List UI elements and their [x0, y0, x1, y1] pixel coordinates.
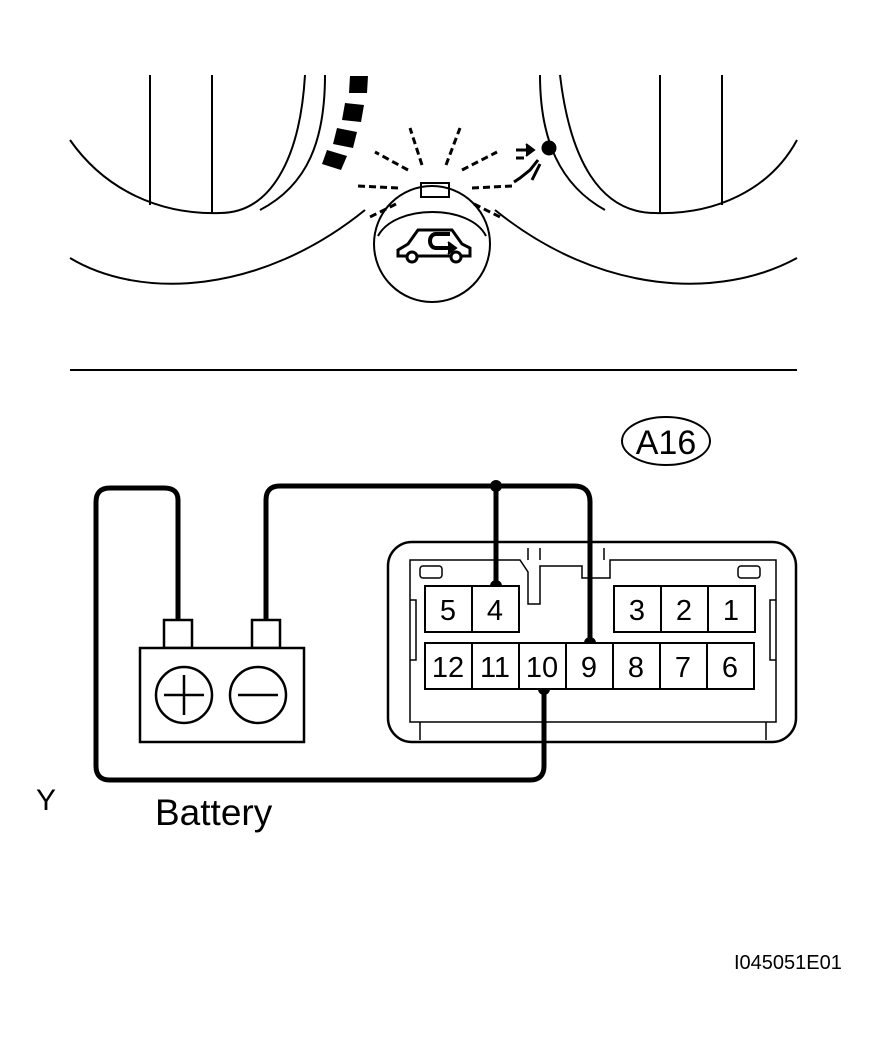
pin-cell-4 [471, 585, 520, 633]
pin-number: 12 [432, 652, 464, 684]
instrument-panel-illustration [69, 74, 798, 303]
junction-top [490, 480, 502, 492]
pin-number: 6 [722, 652, 738, 684]
battery-terminal-positive [162, 618, 194, 650]
connector-housing-outer [386, 540, 798, 744]
pin-grid [424, 585, 756, 690]
pin-number: 2 [676, 595, 692, 627]
minus-icon [228, 665, 288, 725]
gauge-segments [322, 76, 368, 170]
pin-number: 4 [487, 595, 503, 627]
pin-numbers: 5 4 3 2 1 12 11 10 9 8 7 6 [432, 595, 739, 684]
side-label: Y [36, 784, 57, 817]
pin-cell-8 [612, 642, 661, 690]
battery [138, 618, 306, 744]
wire-negative [263, 483, 593, 641]
blink-rays [357, 127, 513, 220]
pin-cell-2 [660, 585, 709, 633]
right-dial [494, 74, 798, 285]
pin-cell-3 [613, 585, 662, 633]
indicator-lens [420, 182, 450, 198]
pin-number: 8 [628, 652, 644, 684]
pin-number: 10 [526, 652, 558, 684]
pin-number: 5 [440, 595, 456, 627]
pin-cell-7 [659, 642, 708, 690]
left-dial [69, 74, 366, 285]
face-vent-icon [513, 140, 557, 184]
pin-number: 11 [480, 652, 510, 684]
connector-label: A16 [621, 416, 711, 466]
figure-code: I045051E01 [734, 952, 842, 974]
battery-terminal-negative [250, 618, 282, 650]
pin-number: 3 [629, 595, 645, 627]
connector-housing-inner [409, 559, 777, 723]
pin-cell-6 [706, 642, 755, 690]
wire-positive [93, 485, 547, 783]
car-recirculation-icon [396, 228, 472, 264]
pin-number: 7 [675, 652, 691, 684]
connector-a16 [386, 540, 798, 744]
indicator-lamp [373, 185, 491, 303]
plus-icon [154, 665, 214, 725]
wires [93, 483, 593, 783]
pin-cell-1 [707, 585, 756, 633]
connector-label-text: A16 [636, 424, 697, 462]
pin-number: 1 [723, 595, 739, 627]
pin-number: 9 [581, 652, 597, 684]
battery-label: Battery [155, 792, 273, 833]
